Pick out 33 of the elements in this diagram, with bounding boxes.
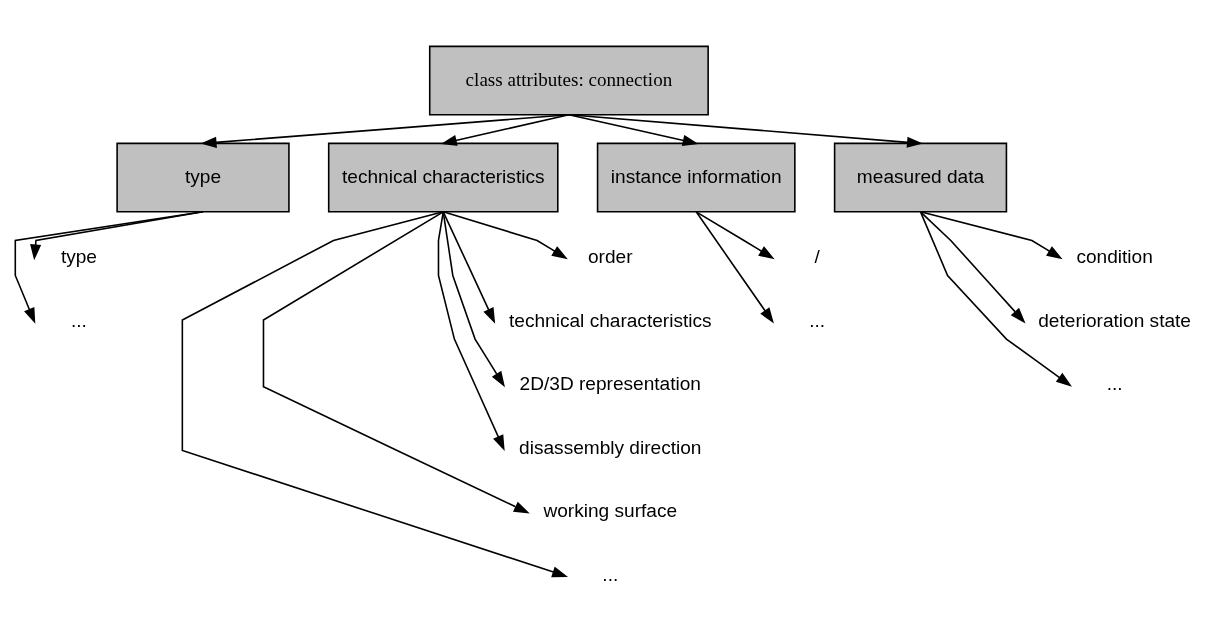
- node-text: 2D/3D representation: [519, 373, 701, 395]
- arrow: [919, 211, 1026, 324]
- node-text: ...: [1106, 373, 1123, 395]
- node-text: ...: [809, 309, 826, 331]
- node-text: technical characteristics: [509, 309, 712, 331]
- node-box: type: [116, 142, 290, 213]
- arrow: [568, 113, 923, 148]
- arrow: [919, 211, 1072, 387]
- node-box: instance information: [596, 142, 796, 213]
- node-box: measured data: [833, 142, 1008, 213]
- arrow: [695, 211, 774, 324]
- node-box: class attributes: connection: [428, 45, 709, 116]
- arrow: [262, 211, 530, 514]
- arrow: [14, 211, 204, 324]
- arrow: [919, 211, 1063, 260]
- arrow: [442, 211, 496, 324]
- node-text: condition: [1076, 245, 1153, 267]
- arrow: [442, 211, 568, 260]
- node-box: technical characteristics: [327, 142, 559, 213]
- node-text: working surface: [543, 500, 678, 522]
- arrow: [200, 113, 570, 148]
- arrow: [181, 211, 569, 578]
- arrow: [440, 113, 570, 146]
- node-text: /: [814, 245, 820, 267]
- node-text: disassembly direction: [519, 436, 702, 458]
- node-text: order: [588, 245, 633, 267]
- node-text: type: [60, 245, 97, 267]
- arrow: [437, 211, 505, 452]
- node-text: deterioration state: [1038, 309, 1191, 331]
- node-text: ...: [70, 309, 87, 331]
- arrow: [695, 211, 775, 260]
- arrow: [442, 211, 505, 388]
- node-text: ...: [602, 564, 619, 586]
